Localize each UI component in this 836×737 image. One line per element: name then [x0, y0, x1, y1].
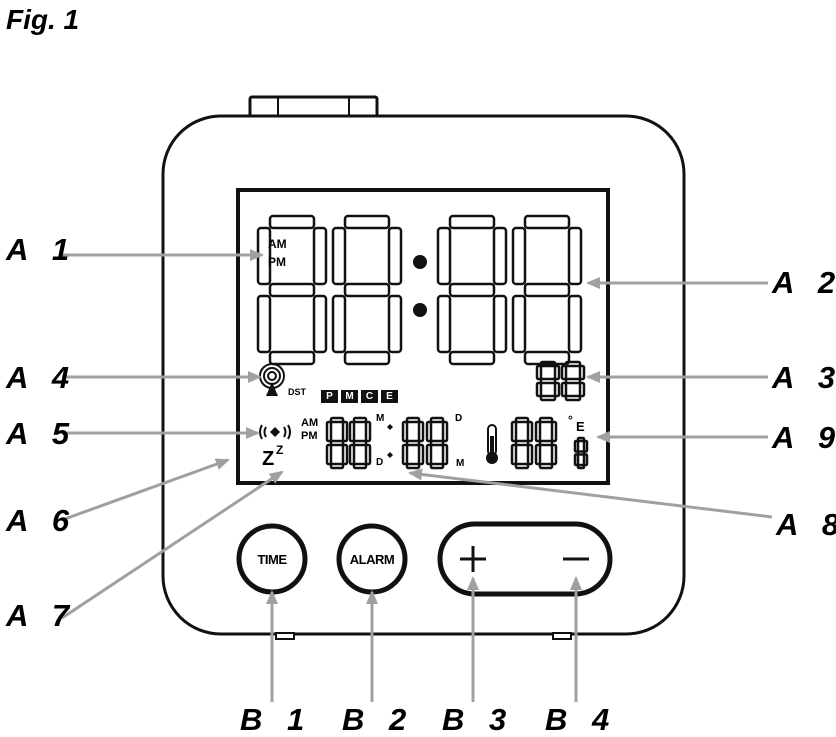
dst-indicator: DST — [288, 387, 306, 397]
time-colon-top — [413, 255, 427, 269]
weekday-box-3: C — [361, 390, 378, 403]
callout-a5: A 5 — [6, 416, 78, 451]
time-digit-1 — [256, 214, 328, 366]
thermometer-icon — [486, 424, 498, 464]
month-marker-right: M — [456, 458, 465, 469]
date-digit-2 — [425, 416, 449, 470]
callout-a7: A 7 — [6, 598, 78, 633]
temperature-unit-letter: E — [576, 419, 585, 434]
seconds-digit-1 — [535, 360, 561, 402]
alarm-pm-indicator: PM — [301, 430, 318, 442]
weekday-box-1: P — [321, 390, 338, 403]
degree-symbol: ° — [568, 413, 573, 427]
callout-a1: A 1 — [6, 232, 78, 267]
arrow-a8 — [408, 468, 773, 519]
temp-digit-2 — [534, 416, 558, 470]
date-separator-dots — [387, 424, 393, 458]
time-colon-bottom — [413, 303, 427, 317]
temp-digit-1 — [510, 416, 534, 470]
clock-pm-indicator: PM — [268, 255, 286, 269]
callout-a9: A 9 — [772, 420, 836, 455]
callout-a2: A 2 — [772, 265, 836, 300]
callout-a3: A 3 — [772, 360, 836, 395]
alarm-button-label: ALARM — [349, 552, 395, 567]
plus-minus-rocker[interactable] — [437, 521, 613, 597]
time-digit-2 — [331, 214, 403, 366]
temp-digit-decimal — [573, 436, 589, 470]
secondary-digits — [325, 360, 589, 470]
callout-b1: B 1 — [240, 702, 313, 737]
alarm-digit-1 — [325, 416, 349, 470]
clock-am-indicator: AM — [268, 237, 287, 251]
snooze-indicator: Z — [262, 448, 275, 470]
right-foot — [552, 632, 572, 640]
callout-b3: B 3 — [442, 702, 515, 737]
weekday-box-2: M — [341, 390, 358, 403]
weekday-box-4: E — [381, 390, 398, 403]
arrow-a7 — [61, 470, 284, 620]
alarm-digit-2 — [348, 416, 372, 470]
callout-b4: B 4 — [545, 702, 618, 737]
alarm-sound-icon — [259, 424, 291, 440]
figure-title: Fig. 1 — [6, 4, 80, 35]
time-digit-3 — [436, 214, 508, 366]
callout-b2: B 2 — [342, 702, 415, 737]
seconds-digit-2 — [560, 360, 586, 402]
snooze-indicator-small: Z — [276, 443, 284, 457]
main-time-digits — [256, 214, 583, 366]
callout-a6: A 6 — [6, 503, 78, 538]
alarm-am-indicator: AM — [301, 417, 319, 429]
date-digit-1 — [401, 416, 425, 470]
day-marker: D — [376, 457, 384, 468]
plus-icon — [460, 546, 486, 572]
left-foot — [275, 632, 295, 640]
callout-a8: A 8 — [776, 507, 836, 542]
callout-a4: A 4 — [6, 360, 78, 395]
day-marker-right: D — [455, 413, 463, 424]
time-digit-4 — [511, 214, 583, 366]
month-marker: M — [376, 413, 385, 424]
arrow-a6 — [61, 458, 230, 522]
time-button-label: TIME — [257, 552, 287, 567]
